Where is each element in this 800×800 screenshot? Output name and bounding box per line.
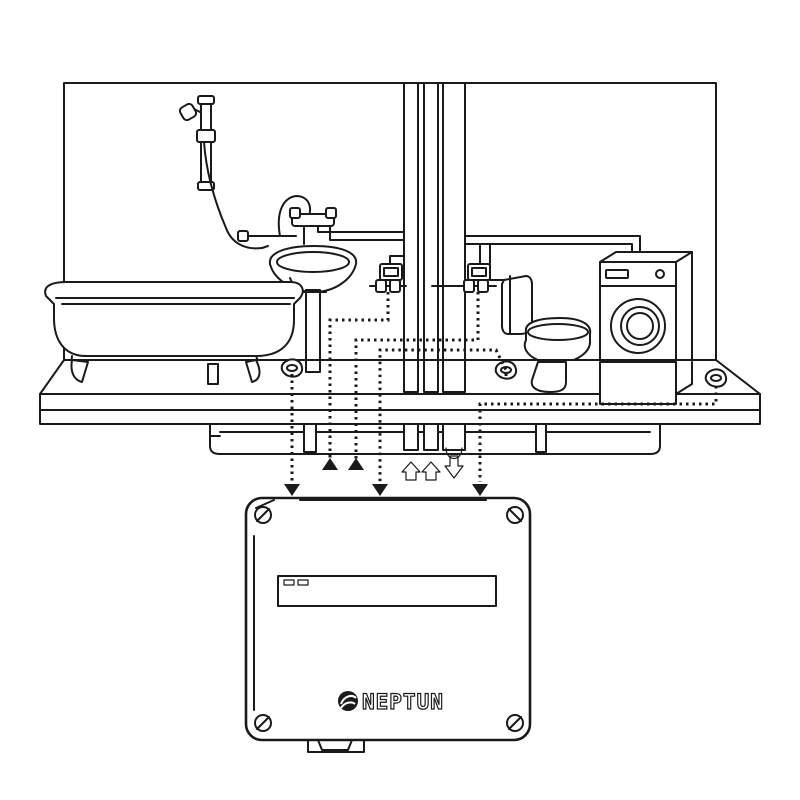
brand-name: NEPTUN <box>362 690 444 714</box>
signal-arrows <box>284 458 488 496</box>
shutoff-valve-left <box>369 263 407 293</box>
indicator-led-1 <box>283 579 295 586</box>
shower <box>178 95 269 250</box>
neptun-logo-icon <box>338 691 358 711</box>
water-flow-arrows <box>401 447 464 481</box>
water-riser-pipes <box>403 82 466 392</box>
floor-slab <box>39 359 761 425</box>
signal-wires <box>290 292 718 482</box>
shower-head-icon <box>178 102 198 122</box>
leak-sensor-toilet <box>494 360 518 380</box>
indicator-led-2 <box>297 579 309 586</box>
shutoff-valve-right <box>431 263 497 293</box>
leak-sensor-washer <box>704 368 728 388</box>
under-floor-pipes <box>209 423 661 455</box>
display-panel <box>277 575 497 607</box>
neptun-controller: NEPTUN <box>244 496 532 753</box>
bath-faucet <box>237 195 337 245</box>
